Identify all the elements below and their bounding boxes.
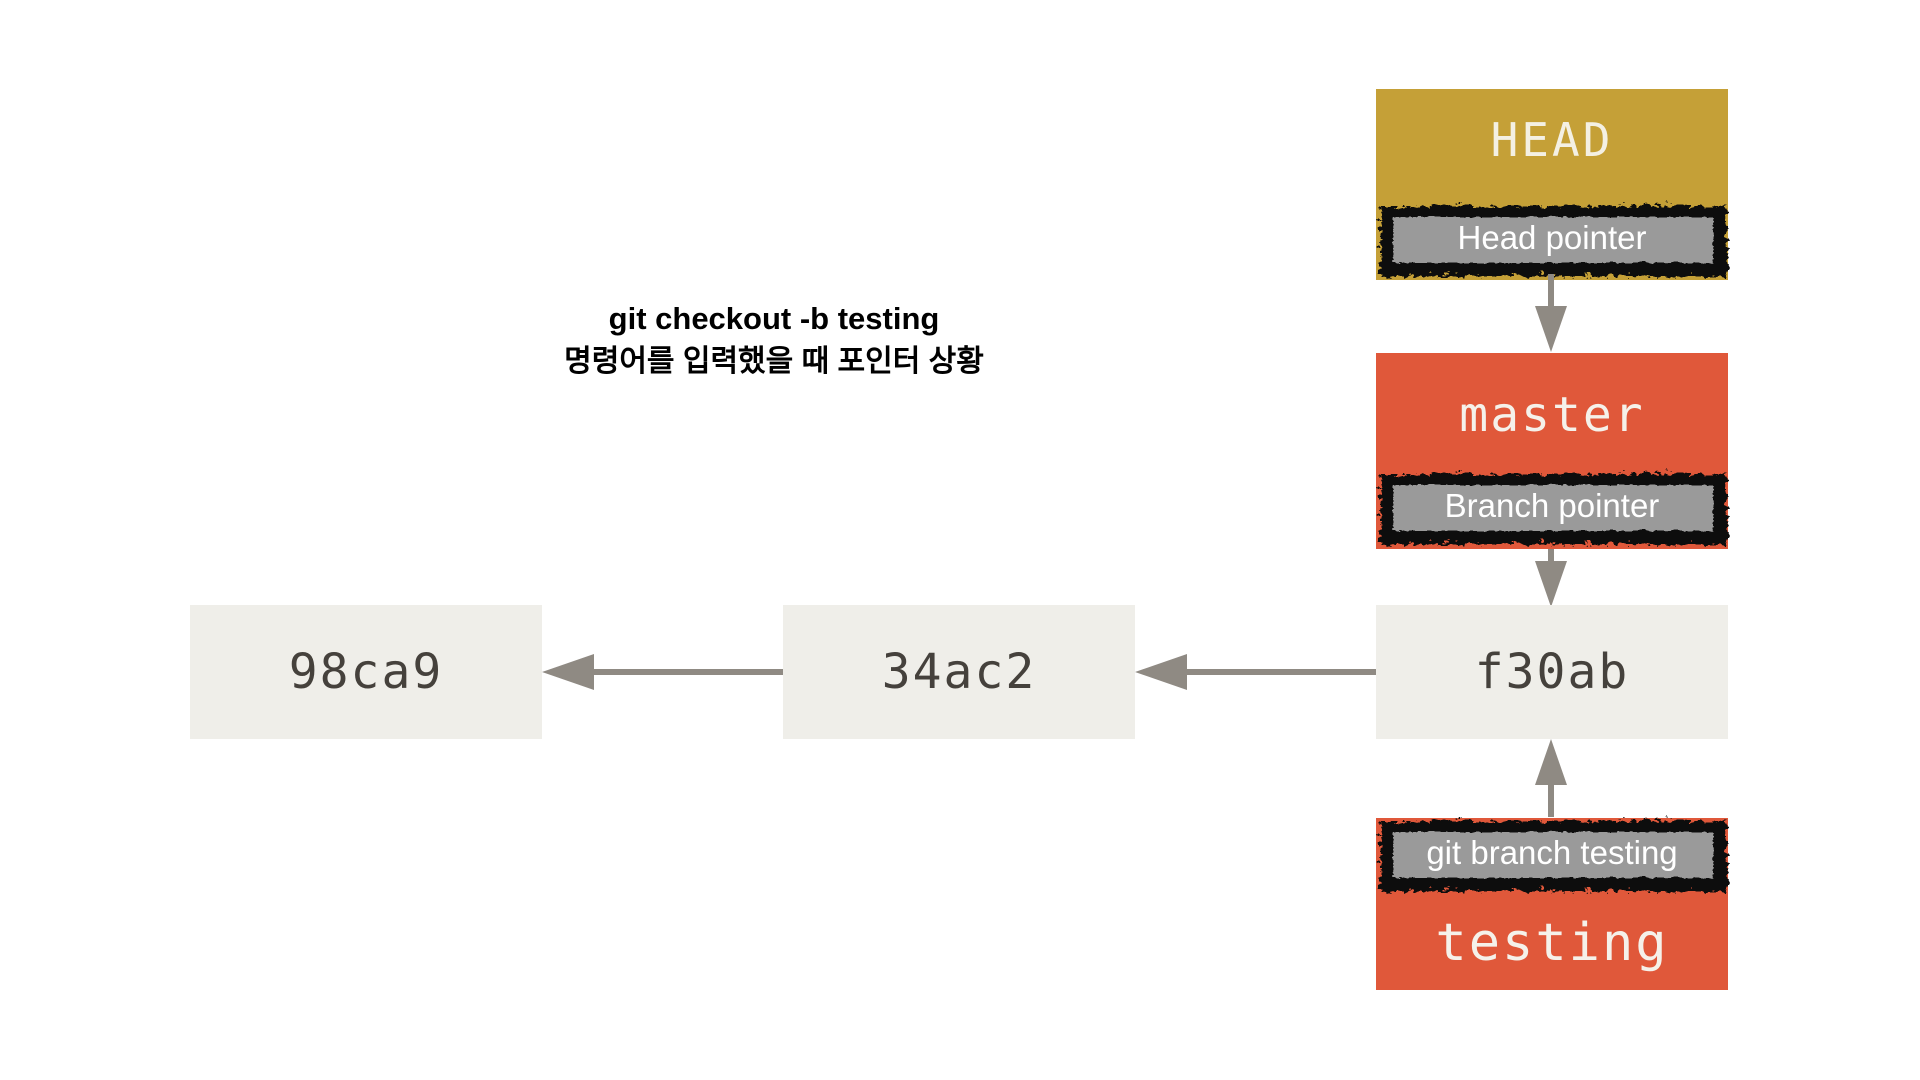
head-pointer-annotation: Head pointer [1370,197,1734,281]
arrow-master-to-commit-head [1535,561,1567,607]
testing-branch-label: testing [1435,913,1669,973]
head-node-label: HEAD [1490,113,1614,167]
commit-34ac2-hash: 34ac2 [881,644,1037,700]
arrow-testing-to-commit-head [1535,739,1567,785]
git-branch-testing-annotation: git branch testing [1370,812,1734,896]
git-branch-testing-annotation-text: git branch testing [1426,834,1678,871]
commit-f30ab-hash: f30ab [1474,644,1630,700]
caption-description: 명령어를 입력했을 때 포인터 상황 [564,345,984,378]
arrow-f30ab-to-34ac2-line [1183,669,1376,675]
arrow-34ac2-to-98ca9-line [590,669,783,675]
arrow-head-to-master-head [1535,306,1567,352]
scribble-border [1378,819,1726,889]
arrow-testing-to-commit-line [1548,781,1554,817]
commit-34ac2: 34ac2 [783,605,1135,739]
arrow-34ac2-to-98ca9-head [542,654,594,690]
caption-command: git checkout -b testing [608,301,940,336]
arrow-head-to-master-line [1548,274,1554,310]
commit-98ca9: 98ca9 [190,605,542,739]
commit-f30ab: f30ab [1376,605,1728,739]
scribble-border [1378,472,1726,542]
arrow-f30ab-to-34ac2-head [1135,654,1187,690]
branch-pointer-annotation-text: Branch pointer [1444,487,1660,524]
master-branch-label: master [1459,387,1645,443]
head-pointer-annotation-text: Head pointer [1457,219,1647,256]
branch-pointer-annotation: Branch pointer [1370,465,1734,549]
scribble-border [1378,204,1726,274]
caption: git checkout -b testing 명령어를 입력했을 때 포인터 … [398,298,1150,384]
commit-98ca9-hash: 98ca9 [288,644,444,700]
arrow-master-to-commit-line [1548,549,1554,567]
